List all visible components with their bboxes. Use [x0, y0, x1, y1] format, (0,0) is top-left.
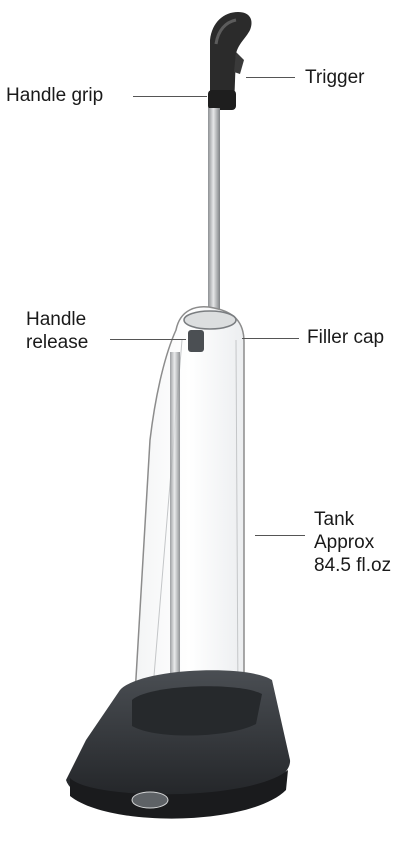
tank-label: Tank Approx 84.5 fl.oz: [314, 508, 391, 577]
handle-grip-leader: [133, 96, 207, 97]
handle-release-leader: [110, 339, 186, 340]
filler-cap-label: Filler cap: [307, 326, 384, 349]
tank-leader: [255, 535, 305, 536]
handle-release-label-line: release: [26, 331, 88, 354]
handle-grip-label: Handle grip: [6, 84, 103, 107]
tank-label-line: Approx: [314, 531, 391, 554]
handle-shaft: [208, 108, 220, 318]
handle-grip: [208, 12, 252, 110]
trigger-label: Trigger: [305, 66, 364, 89]
filler-cap-leader: [242, 338, 299, 339]
trigger-leader: [246, 77, 295, 78]
cleaner-base: [66, 670, 290, 818]
handle-release-label: Handle release: [26, 308, 88, 354]
tank-label-line: Tank: [314, 508, 391, 531]
handle-release: [188, 330, 204, 352]
tank-label-line: 84.5 fl.oz: [314, 554, 391, 577]
tank: [134, 307, 244, 725]
brand-logo: [132, 792, 168, 808]
handle-release-label-line: Handle: [26, 308, 88, 331]
filler-cap: [184, 311, 236, 329]
